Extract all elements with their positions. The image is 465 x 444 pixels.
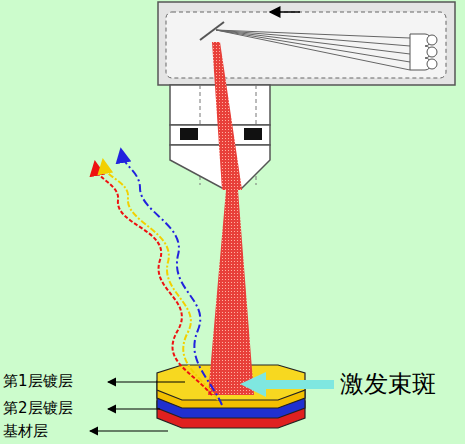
excitation-beam xyxy=(208,190,254,395)
layer-label: 第2层镀层 xyxy=(3,400,73,417)
leader-arrows xyxy=(90,382,185,431)
beam-spot-arrow xyxy=(240,372,334,397)
layer-label: 第1层镀层 xyxy=(3,373,73,390)
layer-label: 基材层 xyxy=(3,423,48,440)
spot-label: 激发束斑 xyxy=(340,371,436,397)
fluorescence-waves xyxy=(96,155,222,405)
instrument xyxy=(158,2,455,190)
